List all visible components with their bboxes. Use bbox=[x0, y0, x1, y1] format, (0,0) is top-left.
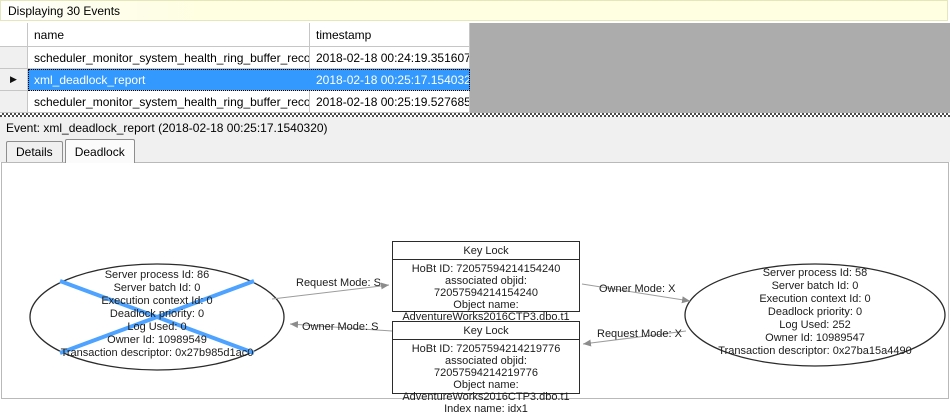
edge-owner-x bbox=[581, 283, 691, 304]
tab-deadlock[interactable]: Deadlock bbox=[64, 139, 135, 163]
lock-line: Index name: idx1 bbox=[444, 403, 528, 415]
edge-request-x bbox=[582, 330, 687, 347]
event-name-cell[interactable]: scheduler_monitor_system_health_ring_buf… bbox=[28, 91, 310, 113]
process-line: Execution context Id: 0 bbox=[759, 293, 871, 305]
edge-request-s bbox=[271, 282, 390, 300]
process-line: Log Used: 252 bbox=[779, 319, 851, 331]
deadlock-graph: Server process Id: 86 Server batch Id: 0… bbox=[2, 163, 948, 415]
process-line: Execution context Id: 0 bbox=[101, 295, 213, 307]
table-row-selected[interactable]: ▶ xml_deadlock_report 2018-02-18 00:25:1… bbox=[0, 69, 470, 91]
row-selector-cell[interactable] bbox=[0, 47, 28, 69]
process-line: Transaction descriptor: 0x27b985d1ac0 bbox=[60, 347, 254, 359]
process-line: Owner Id: 10989549 bbox=[107, 334, 207, 346]
key-lock-node: Key Lock HoBt ID: 72057594214219776 asso… bbox=[392, 321, 580, 415]
lock-title: Key Lock bbox=[393, 322, 579, 340]
event-summary-label: Event: xml_deadlock_report (2018-02-18 0… bbox=[6, 120, 328, 135]
event-timestamp-cell[interactable]: 2018-02-18 00:25:17.1540320 bbox=[310, 69, 470, 91]
process-line: Server batch Id: 0 bbox=[113, 282, 201, 294]
column-header-timestamp[interactable]: timestamp bbox=[310, 23, 470, 47]
lock-line: associated objid: 72057594214154240 bbox=[433, 275, 538, 299]
edge-label-owner-s: Owner Mode: S bbox=[302, 321, 379, 333]
event-summary-bar: Event: xml_deadlock_report (2018-02-18 0… bbox=[0, 117, 950, 138]
process-line: Log Used: 0 bbox=[127, 321, 187, 333]
process-node-ellipse bbox=[684, 263, 946, 367]
grid-pane-splitter[interactable] bbox=[0, 113, 950, 117]
tab-strip: Details Deadlock bbox=[0, 138, 950, 163]
process-line: Server process Id: 86 bbox=[104, 269, 210, 281]
tab-details[interactable]: Details bbox=[6, 141, 63, 162]
current-row-arrow-icon: ▶ bbox=[10, 74, 17, 84]
event-timestamp-cell[interactable]: 2018-02-18 00:24:19.3516078 bbox=[310, 47, 470, 69]
process-node: Server process Id: 58 Server batch Id: 0… bbox=[699, 267, 931, 358]
row-selector-cell[interactable] bbox=[0, 91, 28, 113]
edge-owner-s bbox=[289, 321, 393, 332]
process-node-victim: Server process Id: 86 Server batch Id: 0… bbox=[47, 269, 267, 360]
process-line: Deadlock priority: 0 bbox=[109, 308, 205, 320]
process-line: Transaction descriptor: 0x27ba15a4490 bbox=[718, 345, 912, 357]
row-selector-cell[interactable]: ▶ bbox=[0, 69, 28, 91]
row-selector-header bbox=[0, 23, 28, 47]
events-count-label: Displaying 30 Events bbox=[8, 3, 121, 18]
table-row[interactable]: scheduler_monitor_system_health_ring_buf… bbox=[0, 91, 470, 113]
edge-label-request-s: Request Mode: S bbox=[296, 277, 381, 289]
events-grid: name timestamp scheduler_monitor_system_… bbox=[0, 23, 950, 113]
deadlock-graph-pane: Server process Id: 86 Server batch Id: 0… bbox=[1, 162, 949, 415]
table-row[interactable]: scheduler_monitor_system_health_ring_buf… bbox=[0, 47, 470, 69]
victim-cross-icon bbox=[59, 279, 255, 355]
key-lock-node: Key Lock HoBt ID: 72057594214154240 asso… bbox=[392, 241, 580, 335]
events-info-bar: Displaying 30 Events bbox=[0, 0, 948, 21]
process-line: Deadlock priority: 0 bbox=[767, 306, 863, 318]
event-timestamp-cell[interactable]: 2018-02-18 00:25:19.5276859 bbox=[310, 91, 470, 113]
lock-line: Object name: AdventureWorks2016CTP3.dbo.… bbox=[402, 299, 570, 323]
event-name-cell[interactable]: scheduler_monitor_system_health_ring_buf… bbox=[28, 47, 310, 69]
deadlock-graph-shapes bbox=[29, 263, 946, 371]
edge-label-request-x: Request Mode: X bbox=[597, 328, 682, 340]
lock-title: Key Lock bbox=[393, 242, 579, 260]
lock-line: HoBt ID: 72057594214154240 bbox=[411, 263, 561, 275]
edge-label-owner-x: Owner Mode: X bbox=[599, 283, 676, 295]
grid-header-row: name timestamp bbox=[0, 23, 470, 47]
process-line: Server process Id: 58 bbox=[762, 267, 868, 279]
process-line: Owner Id: 10989547 bbox=[765, 332, 865, 344]
lock-line: associated objid: 72057594214219776 bbox=[433, 355, 538, 379]
lock-line: Object name: AdventureWorks2016CTP3.dbo.… bbox=[402, 379, 570, 403]
column-header-name[interactable]: name bbox=[28, 23, 310, 47]
process-line: Server batch Id: 0 bbox=[771, 280, 859, 292]
event-name-cell[interactable]: xml_deadlock_report bbox=[28, 69, 310, 91]
lock-line: HoBt ID: 72057594214219776 bbox=[411, 343, 561, 355]
